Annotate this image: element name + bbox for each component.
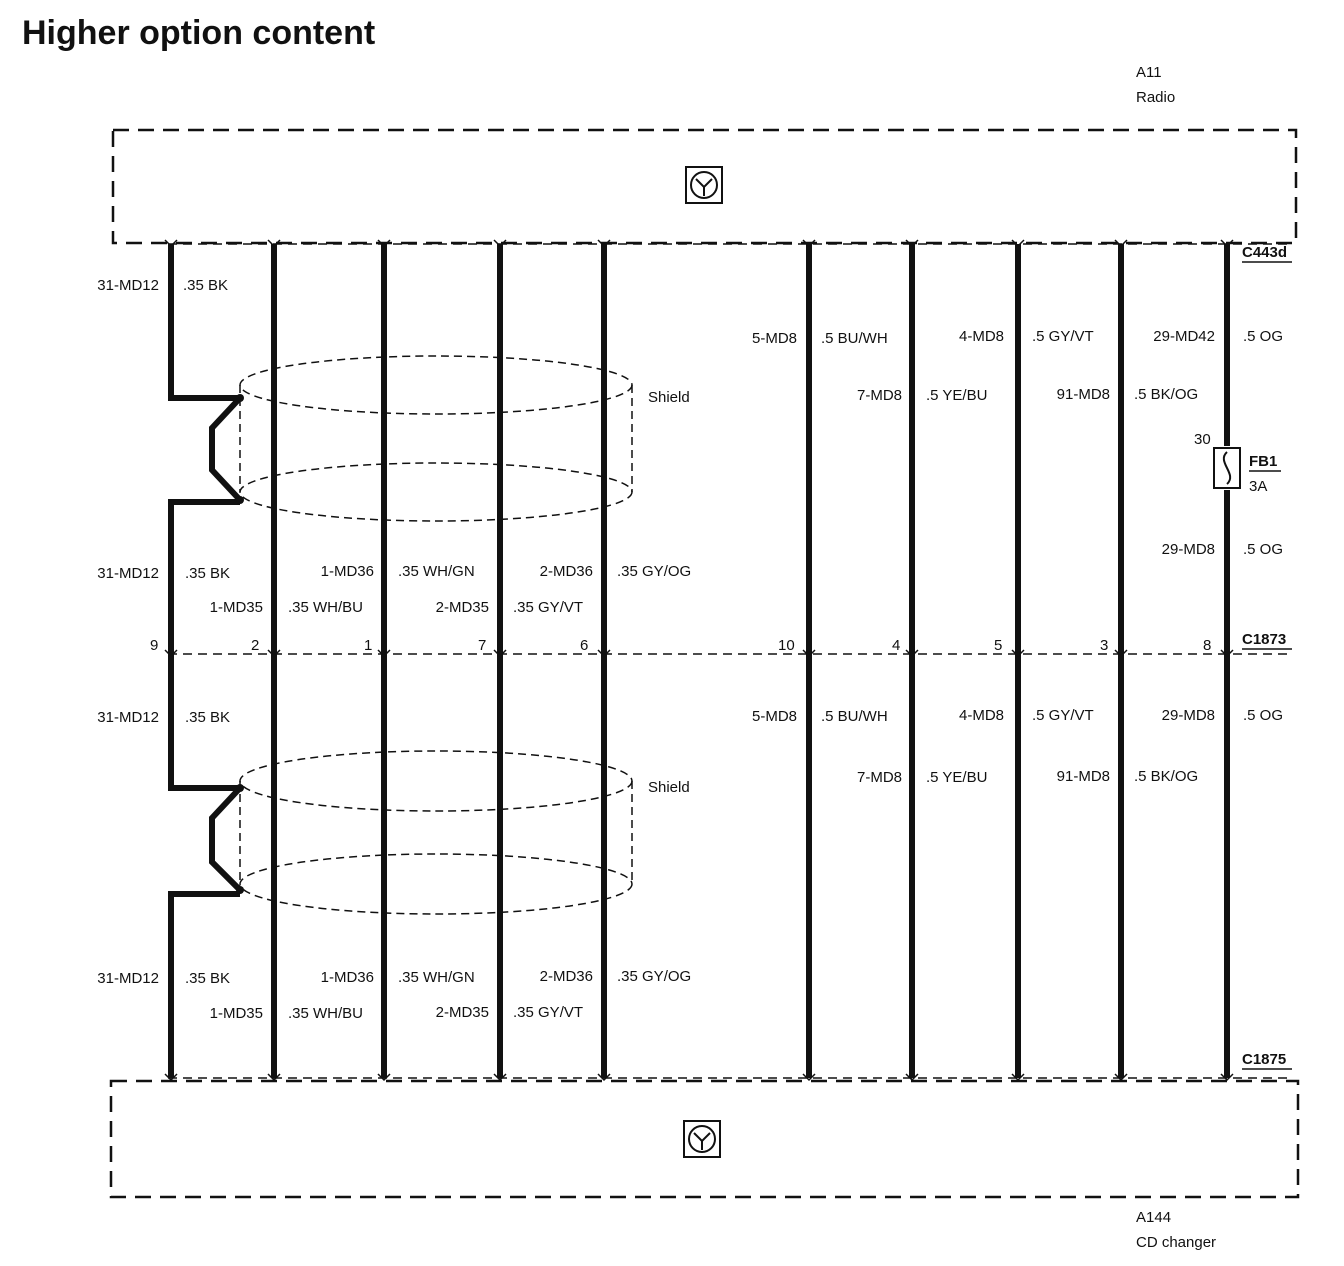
wire-circuit-label: 29-MD8 (1162, 707, 1215, 724)
wire-color-label: .5 OG (1243, 707, 1283, 724)
wire-circuit-label: 2-MD35 (436, 1004, 489, 1021)
wire-color-label: .35 BK (185, 970, 230, 987)
wire-color-label: .5 GY/VT (1032, 707, 1094, 724)
wire-circuit-label: 91-MD8 (1057, 386, 1110, 403)
wire-31-md12-upper-jog (209, 395, 243, 503)
wire-31-md12-upper-a (168, 244, 240, 401)
wires (168, 244, 1230, 1078)
wire-circuit-label: 2-MD35 (436, 599, 489, 616)
wire-31-md12-lower-a (168, 654, 240, 791)
pin-number: 5 (994, 637, 1002, 654)
wire-31-md12-lower-jog (209, 785, 243, 893)
wire-circuit-label: 4-MD8 (959, 707, 1004, 724)
page-title: Higher option content (22, 14, 376, 52)
pin-number: 9 (150, 637, 158, 654)
fuse-id-label: FB1 (1249, 453, 1277, 470)
wire-color-label: .35 WH/GN (398, 969, 475, 986)
pin-number: 10 (778, 637, 795, 654)
wire-color-label: .5 GY/VT (1032, 328, 1094, 345)
wire-color-label: .35 WH/BU (288, 1005, 363, 1022)
upper-wire-labels: 31-MD12 .35 BK 31-MD12 .35 BK 1-MD35 .35… (97, 277, 1283, 616)
shield-upper (239, 355, 633, 522)
pin-number: 2 (251, 637, 259, 654)
wire-color-label: .35 GY/OG (617, 563, 691, 580)
wire-circuit-label: 31-MD12 (97, 565, 159, 582)
pin-number: 8 (1203, 637, 1211, 654)
shield-drain-dots (236, 394, 244, 894)
wire-color-label: .35 GY/VT (513, 599, 583, 616)
module-ground-icon (683, 1120, 721, 1158)
fuse-rating-label: 3A (1249, 478, 1267, 495)
pin-number: 4 (892, 637, 900, 654)
pin-number: 3 (1100, 637, 1108, 654)
wire-circuit-label: 4-MD8 (959, 328, 1004, 345)
radio-id-label: A11 (1136, 64, 1162, 81)
shield-upper-label: Shield (648, 389, 690, 406)
cd-changer-component (109, 1079, 1300, 1199)
pin-numbers: 9 2 1 7 6 10 4 5 3 8 (150, 637, 1211, 654)
wire-color-label: .35 WH/GN (398, 563, 475, 580)
pin-number: 1 (364, 637, 372, 654)
wire-color-label: .5 YE/BU (926, 769, 987, 786)
wire-color-label: .5 YE/BU (926, 387, 987, 404)
wire-color-label: .5 BK/OG (1134, 386, 1198, 403)
connector-c1873-label: C1873 (1242, 631, 1286, 648)
wire-color-label: .5 OG (1243, 541, 1283, 558)
wire-color-label: .35 BK (185, 565, 230, 582)
pin-number: 7 (478, 637, 486, 654)
wire-color-label: .5 BK/OG (1134, 768, 1198, 785)
wire-circuit-label: 29-MD8 (1162, 541, 1215, 558)
wire-circuit-label: 31-MD12 (97, 970, 159, 987)
connector-c1875-label: C1875 (1242, 1051, 1286, 1068)
fuse-pin-label: 30 (1194, 431, 1211, 448)
wire-31-md12-upper-b (168, 499, 240, 654)
lower-wire-labels: 31-MD12 .35 BK 31-MD12 .35 BK 1-MD35 .35… (97, 707, 1283, 1022)
wire-circuit-label: 91-MD8 (1057, 768, 1110, 785)
cd-changer-name-label: CD changer (1136, 1234, 1216, 1251)
wire-circuit-label: 31-MD12 (97, 709, 159, 726)
wire-circuit-label: 29-MD42 (1153, 328, 1215, 345)
radio-component (111, 128, 1298, 245)
wire-color-label: .35 BK (185, 709, 230, 726)
wire-circuit-label: 5-MD8 (752, 708, 797, 725)
module-ground-icon (685, 166, 723, 204)
wire-color-label: .35 GY/OG (617, 968, 691, 985)
wire-circuit-label: 1-MD36 (321, 969, 374, 986)
wire-circuit-label: 1-MD35 (210, 1005, 263, 1022)
wire-circuit-label: 31-MD12 (97, 277, 159, 294)
wire-circuit-label: 5-MD8 (752, 330, 797, 347)
wire-circuit-label: 2-MD36 (540, 563, 593, 580)
wire-color-label: .5 BU/WH (821, 708, 888, 725)
wire-circuit-label: 1-MD35 (210, 599, 263, 616)
wire-color-label: .5 BU/WH (821, 330, 888, 347)
wire-color-label: .35 BK (183, 277, 228, 294)
fuse-icon (1213, 447, 1241, 489)
radio-name-label: Radio (1136, 89, 1175, 106)
shield-lower-label: Shield (648, 779, 690, 796)
wire-color-label: .5 OG (1243, 328, 1283, 345)
wire-circuit-label: 1-MD36 (321, 563, 374, 580)
wire-circuit-label: 7-MD8 (857, 769, 902, 786)
shield-lower (239, 750, 633, 915)
wire-circuit-label: 7-MD8 (857, 387, 902, 404)
wire-color-label: .35 WH/BU (288, 599, 363, 616)
wire-color-label: .35 GY/VT (513, 1004, 583, 1021)
connector-c443d-label: C443d (1242, 244, 1287, 261)
cd-changer-id-label: A144 (1136, 1209, 1171, 1226)
wire-31-md12-lower-b (168, 891, 240, 1078)
wire-circuit-label: 2-MD36 (540, 968, 593, 985)
connector-terminals (164, 239, 1234, 1082)
pin-number: 6 (580, 637, 588, 654)
